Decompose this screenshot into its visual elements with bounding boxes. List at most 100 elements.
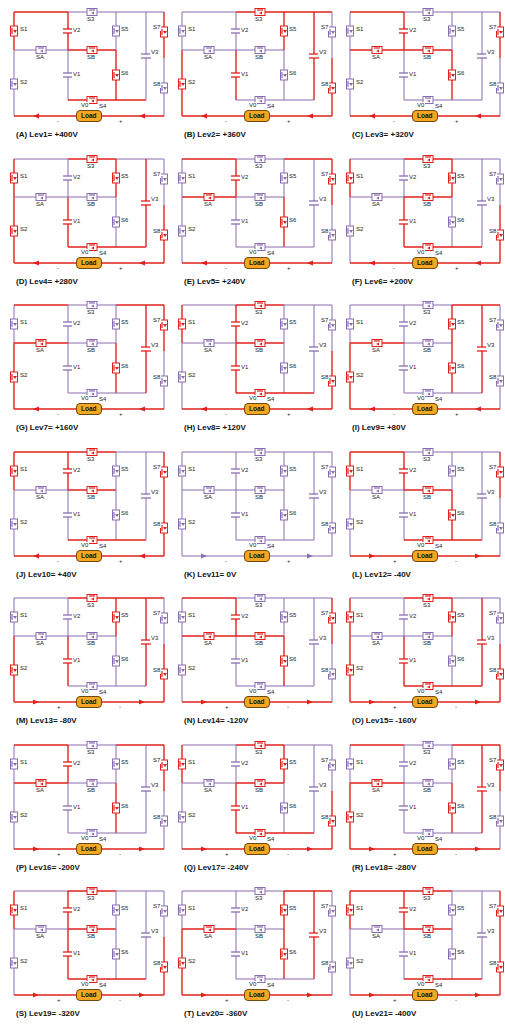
switch-gate	[206, 194, 212, 195]
load-text: Load	[245, 111, 269, 121]
switch-gate	[257, 976, 263, 977]
wire	[68, 833, 146, 834]
diode-symbol	[499, 910, 503, 913]
capacitor-plate	[309, 57, 319, 58]
switch-gate	[329, 964, 330, 970]
component-label: S5	[120, 319, 129, 326]
switch-symbol	[87, 926, 97, 933]
component-label: V3	[486, 782, 495, 789]
component-label: V1	[408, 950, 417, 957]
switch-symbol	[36, 47, 46, 54]
component-label: V3	[486, 635, 495, 642]
component-label: +	[224, 704, 230, 711]
switch-symbol	[11, 759, 18, 769]
switch-gate	[89, 156, 95, 157]
switch-gate	[113, 28, 114, 34]
component-label: S5	[456, 905, 465, 912]
switch-gate	[449, 907, 450, 913]
component-label: S2	[187, 519, 196, 526]
diode-symbol	[451, 953, 455, 956]
diode-symbol	[283, 763, 287, 766]
switch-gate	[89, 742, 95, 743]
current-arrow	[307, 554, 313, 559]
load-text: Load	[413, 697, 437, 707]
wire	[68, 99, 146, 100]
component-label: S7	[320, 171, 329, 178]
capacitor-plate	[477, 790, 487, 791]
component-label: V3	[318, 928, 327, 935]
component-label: S5	[120, 173, 129, 180]
switch-gate	[497, 322, 498, 328]
switch-symbol	[87, 487, 97, 494]
switch-gate	[38, 194, 44, 195]
wire	[404, 393, 482, 394]
switch-gate	[281, 219, 282, 225]
component-label: S2	[19, 519, 28, 526]
switch-gate	[113, 512, 114, 518]
diode-symbol	[349, 30, 353, 33]
component-label: V2	[408, 320, 417, 327]
switch-gate	[179, 761, 180, 767]
diode-symbol	[163, 234, 167, 237]
component-label: S7	[152, 464, 161, 471]
switch-symbol	[161, 467, 168, 477]
load-box: Load	[244, 403, 270, 415]
switch-gate	[425, 194, 431, 195]
switch-gate	[374, 194, 380, 195]
switch-symbol	[255, 926, 265, 933]
wire	[116, 452, 164, 453]
switch-symbol	[329, 174, 336, 184]
switch-symbol	[113, 70, 120, 80]
diode-symbol	[349, 323, 353, 326]
wire	[116, 304, 164, 305]
component-label: V0	[416, 249, 425, 256]
diode-symbol	[163, 910, 167, 913]
switch-symbol	[161, 669, 168, 679]
component-label: S7	[488, 171, 497, 178]
current-arrow	[369, 554, 375, 559]
current-arrow	[369, 847, 375, 852]
component-label: S2	[355, 665, 364, 672]
switch-gate	[161, 322, 162, 328]
component-label: S2	[19, 226, 28, 233]
current-arrow	[475, 847, 481, 852]
switch-symbol	[347, 26, 354, 36]
switch-gate	[89, 340, 95, 341]
component-label: V3	[150, 196, 159, 203]
current-arrow	[33, 847, 39, 852]
component-label: +	[454, 118, 460, 125]
diode-symbol	[13, 909, 17, 912]
switch-symbol	[113, 759, 120, 769]
switch-gate	[329, 176, 330, 182]
diode-symbol	[427, 686, 430, 689]
component-label: S6	[120, 656, 129, 663]
component-label: S5	[456, 759, 465, 766]
switch-gate	[257, 97, 263, 98]
component-label: S4	[266, 250, 275, 257]
component-label: S7	[320, 317, 329, 324]
switch-gate	[206, 47, 212, 48]
diode-symbol	[91, 636, 94, 639]
switch-gate	[257, 9, 263, 10]
switch-gate	[113, 72, 114, 78]
diode-symbol	[163, 87, 167, 90]
wire	[404, 978, 482, 979]
component-label: S5	[120, 905, 129, 912]
component-label: SB	[254, 54, 264, 61]
switch-symbol	[449, 319, 456, 329]
wire	[452, 159, 500, 160]
component-label: V0	[80, 542, 89, 549]
component-label: S7	[152, 610, 161, 617]
switch-symbol	[497, 27, 504, 37]
switch-gate	[281, 321, 282, 327]
switch-gate	[11, 814, 12, 820]
switch-symbol	[347, 79, 354, 89]
switch-gate	[329, 322, 330, 328]
load-box: Load	[244, 843, 270, 855]
current-arrow	[139, 407, 145, 412]
load-text: Load	[77, 258, 101, 268]
switch-symbol	[255, 340, 265, 347]
wire	[284, 745, 332, 746]
diode-symbol	[283, 660, 287, 663]
switch-symbol	[372, 780, 382, 787]
